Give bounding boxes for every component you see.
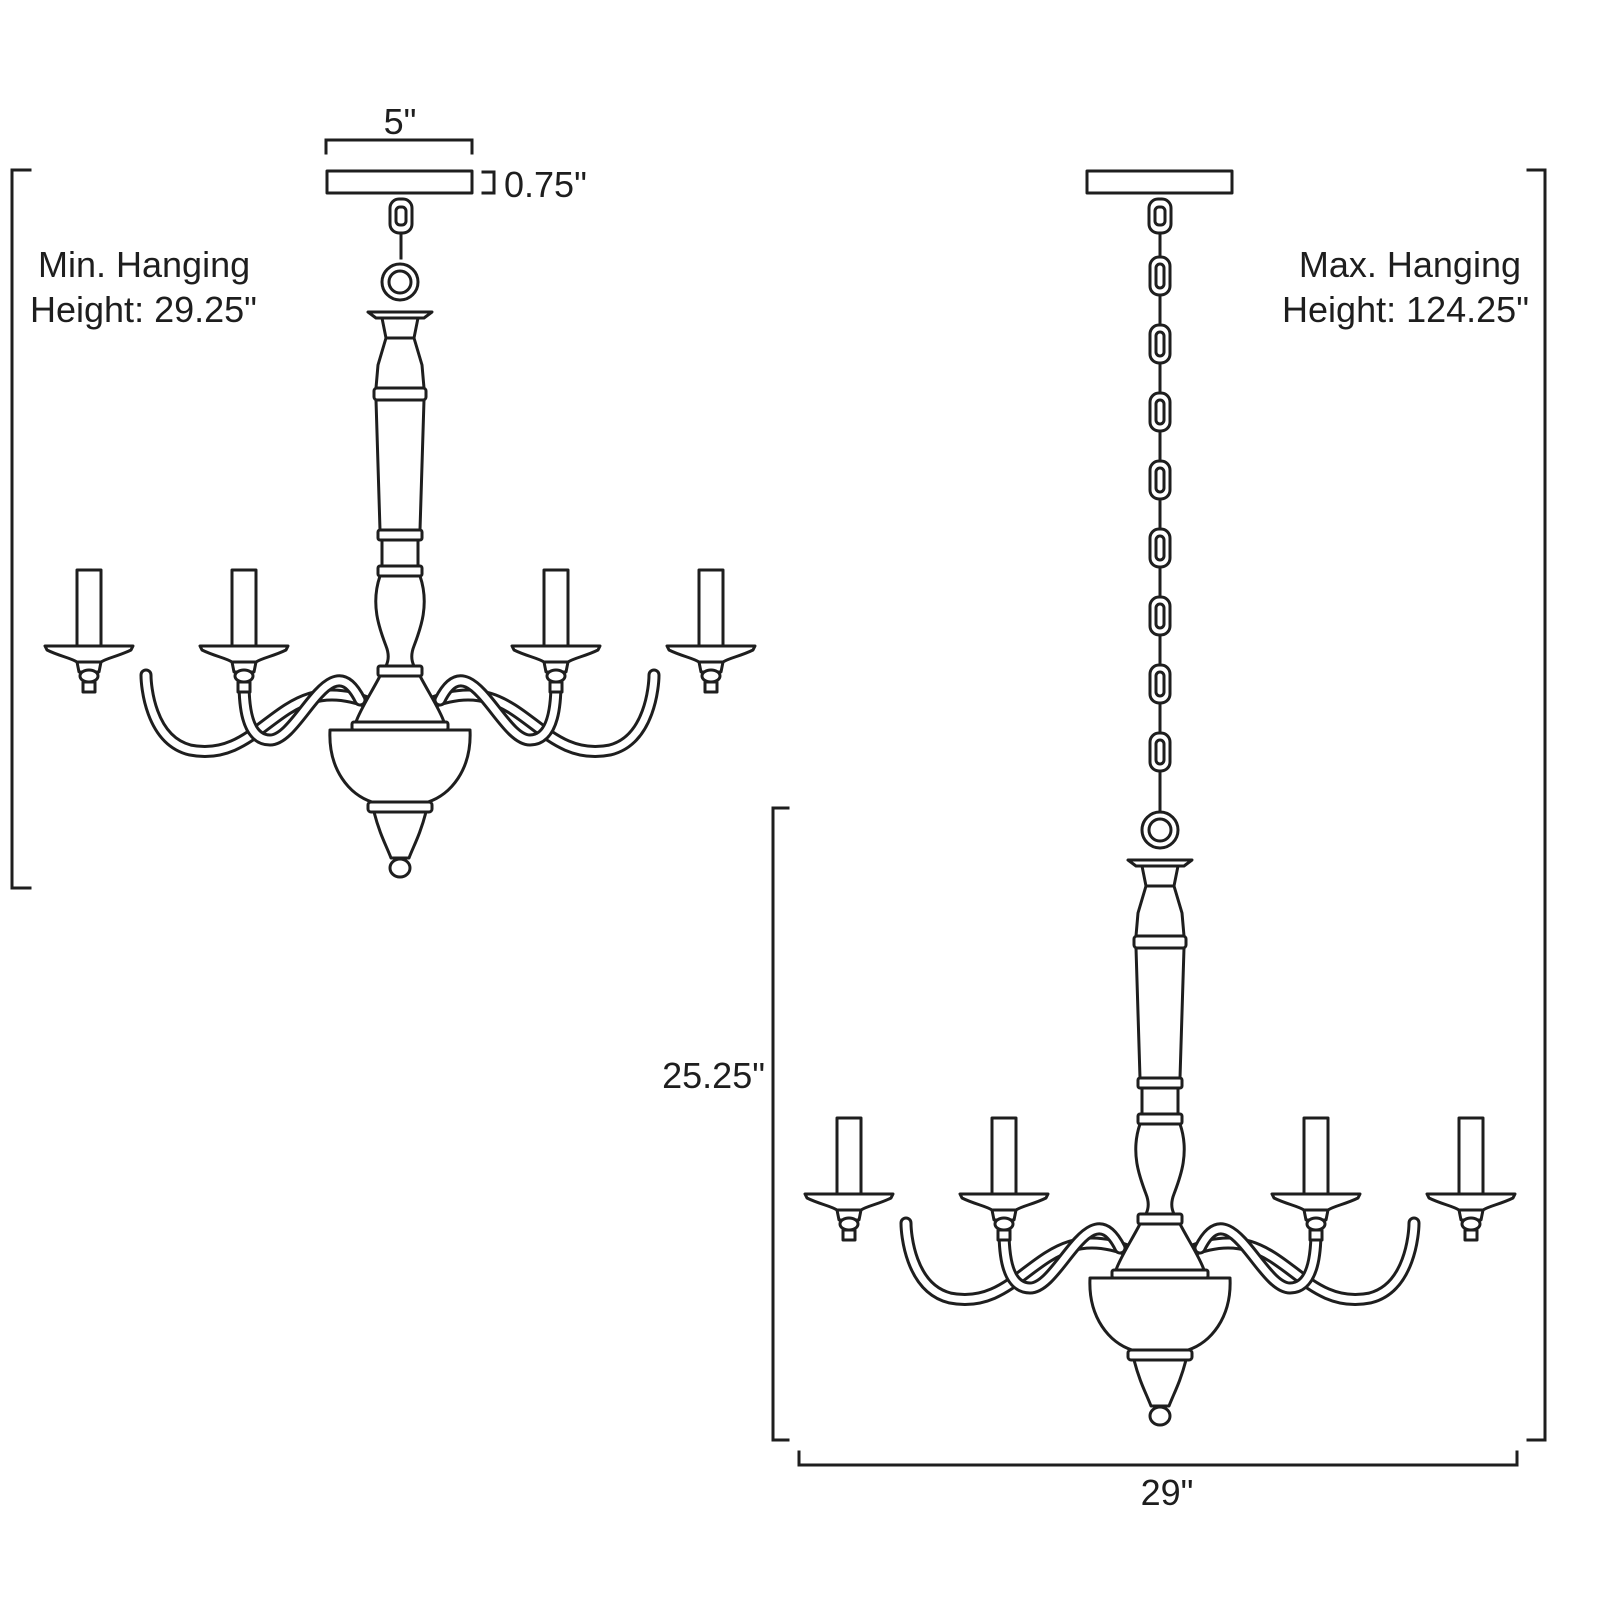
- fixture-height-label: 25.25": [662, 1055, 765, 1096]
- canopy-width-label: 5": [384, 101, 417, 142]
- chandelier-max: [805, 812, 1515, 1425]
- max-hanging-label-line2: Height: 124.25": [1282, 289, 1529, 330]
- max-hanging-bracket: [1526, 168, 1547, 1442]
- chandelier-min: [45, 264, 755, 877]
- canopy-height-label: 0.75": [504, 164, 587, 205]
- canopy-height-dimension-line: [481, 170, 496, 195]
- canopy-width-dimension-line: [324, 138, 474, 155]
- max-hanging-view: Max. Hanging Height: 124.25" 25.25" 29": [662, 168, 1547, 1513]
- min-hanging-bracket: [10, 168, 32, 890]
- fixture-height-bracket: [771, 806, 790, 1442]
- canopy-max: [1085, 169, 1234, 195]
- short-chain: [388, 197, 414, 260]
- fixture-width-dimension-line: [797, 1450, 1519, 1467]
- min-hanging-view: 5" 0.75" Min. Hanging Height: 29.25": [10, 101, 755, 890]
- fixture-width-label: 29": [1141, 1472, 1194, 1513]
- max-hanging-label-line1: Max. Hanging: [1299, 244, 1521, 285]
- min-hanging-label-line2: Height: 29.25": [30, 289, 257, 330]
- long-chain: [1147, 197, 1173, 812]
- canopy: [325, 169, 474, 195]
- min-hanging-label-line1: Min. Hanging: [38, 244, 250, 285]
